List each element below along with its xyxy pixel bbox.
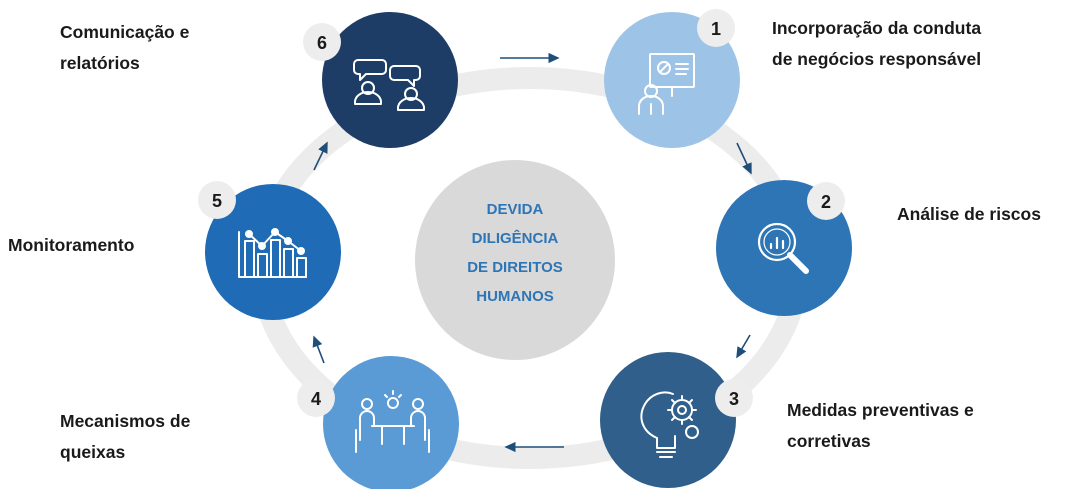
step-3-number: 3 — [729, 389, 739, 409]
step-4-number: 4 — [311, 389, 321, 409]
step-6-badge — [303, 23, 341, 61]
step-5-label: Monitoramento — [8, 230, 134, 261]
step-5-badge — [198, 181, 236, 219]
arrow-1-to-2 — [736, 142, 752, 175]
flow-arrows — [312, 52, 752, 453]
step-1-badge — [697, 9, 735, 47]
step-3-circle — [600, 352, 736, 488]
meeting-table-icon — [355, 390, 430, 453]
step-5-circle — [205, 184, 341, 320]
step-2: 2 — [716, 180, 852, 316]
step-2-badge — [807, 182, 845, 220]
center-title-line-3: DE DIREITOS — [467, 259, 563, 276]
center-title-line-1: DEVIDA — [486, 201, 544, 218]
step-3-label-line-2: corretivas — [787, 431, 871, 451]
step-6-label: Comunicação e relatórios — [60, 17, 189, 79]
lightbulb-gears-icon — [640, 391, 699, 458]
step-5: 5 — [198, 181, 341, 320]
arrow-4-to-5 — [312, 335, 325, 364]
step-1: 1 — [604, 9, 740, 148]
step-4: 4 — [297, 356, 459, 489]
step-2-label: Análise de riscos — [897, 199, 1041, 230]
step-1-number: 1 — [711, 19, 721, 39]
step-2-number: 2 — [821, 192, 831, 212]
step-3: 3 — [600, 352, 753, 488]
step-5-label-line-1: Monitoramento — [8, 235, 135, 255]
arrow-5-to-6 — [313, 141, 328, 171]
step-3-label: Medidas preventivas e corretivas — [787, 395, 974, 457]
step-6-label-line-1: Comunicação e — [60, 22, 190, 42]
presentation-icon — [638, 53, 695, 115]
step-3-badge — [715, 379, 753, 417]
step-6-number: 6 — [317, 33, 327, 53]
step-5-number: 5 — [212, 191, 222, 211]
step-4-label-line-2: queixas — [60, 442, 126, 462]
step-6-label-line-2: relatórios — [60, 53, 140, 73]
center-title: DEVIDA DILIGÊNCIA DE DIREITOS HUMANOS — [430, 195, 600, 311]
step-6-circle — [322, 12, 458, 148]
step-1-label-line-2: de negócios responsável — [772, 49, 982, 69]
step-4-label-line-1: Mecanismos de — [60, 411, 191, 431]
center-title-line-4: HUMANOS — [476, 288, 554, 305]
bar-line-chart-icon — [238, 228, 307, 278]
arrow-2-to-3 — [736, 334, 751, 359]
conversation-icon — [353, 59, 425, 111]
magnifier-chart-icon — [757, 222, 809, 274]
center-title-line-2: DILIGÊNCIA — [471, 230, 559, 247]
step-2-label-line-1: Análise de riscos — [897, 204, 1041, 224]
step-6: 6 — [303, 12, 458, 148]
step-4-badge — [297, 379, 335, 417]
step-3-label-line-1: Medidas preventivas e — [787, 400, 974, 420]
center-circle — [415, 160, 615, 360]
step-1-label: Incorporação da conduta de negócios resp… — [772, 13, 981, 75]
step-4-circle — [323, 356, 459, 489]
step-4-label: Mecanismos de queixas — [60, 406, 190, 468]
step-1-label-line-1: Incorporação da conduta — [772, 18, 982, 38]
